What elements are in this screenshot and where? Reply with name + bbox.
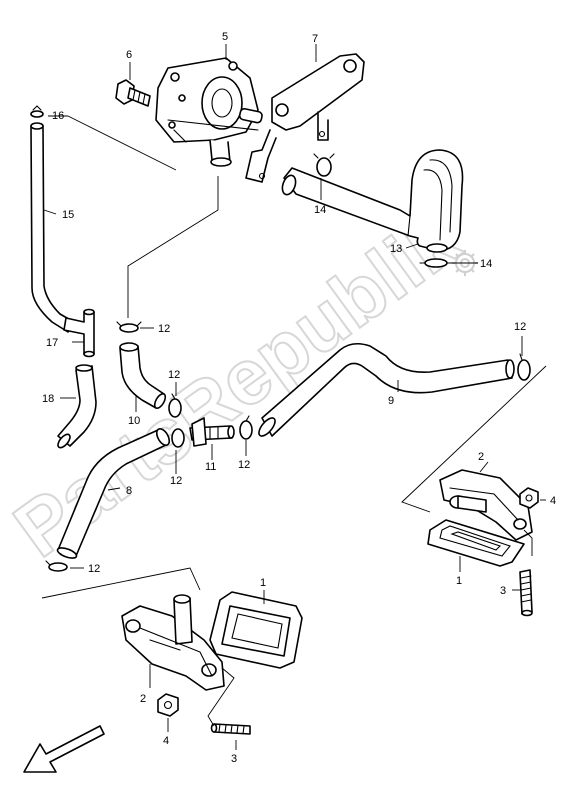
callout-12-near-8: 12: [170, 475, 182, 487]
clamp-14-upper[interactable]: [313, 153, 335, 177]
bracket-plate-7[interactable]: [245, 53, 365, 183]
hose-15[interactable]: [30, 122, 75, 333]
air-valve-5[interactable]: [155, 57, 263, 167]
hose-18[interactable]: [56, 364, 97, 450]
callout-10: 10: [128, 415, 140, 427]
clamp-12-near-11[interactable]: [239, 415, 253, 440]
callout-3-right: 3: [500, 585, 506, 597]
nut-4-right[interactable]: [519, 487, 539, 509]
hose-9[interactable]: [256, 342, 515, 439]
reed-gasket-1-bottom[interactable]: [209, 591, 303, 669]
cover-2-bottom[interactable]: [121, 594, 225, 691]
stud-3-bottom[interactable]: [210, 723, 251, 735]
callout-12-right: 12: [514, 321, 526, 333]
clamp-12-middle[interactable]: [168, 393, 182, 418]
clamp-14-lower[interactable]: [419, 258, 453, 268]
callout-6: 6: [126, 49, 132, 61]
hose-13[interactable]: [280, 149, 464, 253]
callout-17: 17: [46, 337, 58, 349]
clamp-12-upper[interactable]: [116, 321, 142, 333]
callout-8: 8: [126, 485, 132, 497]
callout-12-upper: 12: [158, 323, 170, 335]
leader-lines: [41, 44, 547, 750]
callout-12-middle: 12: [168, 369, 180, 381]
nut-4-bottom[interactable]: [157, 693, 179, 717]
callout-2-right: 2: [478, 451, 484, 463]
reed-gasket-1-right[interactable]: [427, 519, 525, 567]
clamp-12-lower-left[interactable]: [45, 560, 68, 572]
cover-2-right[interactable]: [439, 469, 533, 541]
callout-18: 18: [42, 393, 54, 405]
callout-labels: 5 6 7 16 15 14 13 14 12 17 18 10 12 12 9…: [42, 31, 556, 765]
callout-13: 13: [390, 243, 402, 255]
bolt-6[interactable]: [115, 79, 151, 107]
front-arrow-icon: [23, 725, 105, 773]
callout-1-bottom: 1: [260, 577, 266, 589]
stud-3-right[interactable]: [519, 569, 533, 617]
callout-2-bottom: 2: [140, 693, 146, 705]
callout-5: 5: [222, 31, 228, 43]
callout-14-lower: 14: [480, 258, 492, 270]
callout-7: 7: [312, 33, 318, 45]
hose-10[interactable]: [119, 342, 167, 410]
clamp-16[interactable]: [30, 105, 44, 118]
joint-17[interactable]: [63, 308, 95, 358]
callout-11: 11: [205, 461, 216, 473]
callout-16: 16: [52, 110, 64, 122]
callout-14-upper: 14: [314, 204, 326, 216]
callout-12-near-11: 12: [238, 459, 250, 471]
clamp-12-right[interactable]: [517, 353, 531, 381]
callout-9: 9: [388, 395, 394, 407]
hose-8[interactable]: [56, 427, 172, 560]
callout-1-right: 1: [456, 575, 462, 587]
clamp-12-near-8[interactable]: [171, 428, 185, 448]
callout-4-right: 4: [550, 495, 556, 507]
callout-4-bottom: 4: [163, 735, 169, 747]
callout-15: 15: [62, 209, 74, 221]
joint-11[interactable]: [189, 417, 235, 447]
callout-3-bottom: 3: [231, 753, 237, 765]
callout-12-lower-left: 12: [88, 563, 100, 575]
